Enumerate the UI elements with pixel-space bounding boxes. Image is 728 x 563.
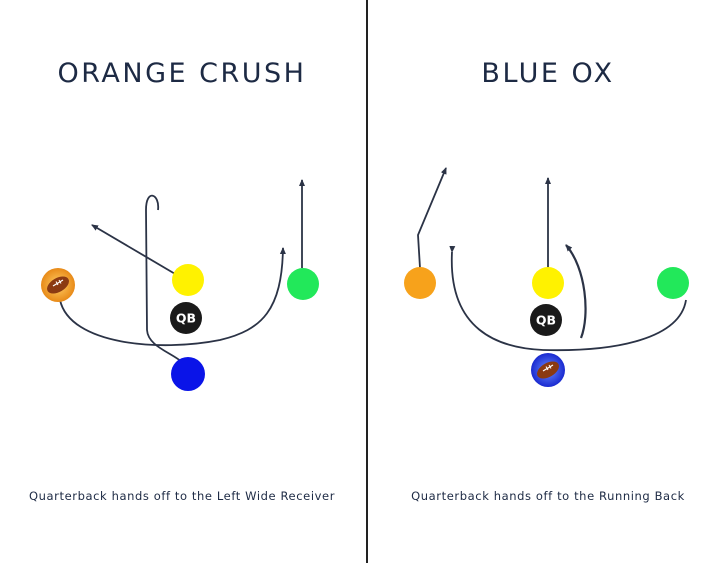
route-yellow-receiver bbox=[91, 224, 183, 279]
play-caption: Quarterback hands off to the Running Bac… bbox=[411, 489, 685, 503]
play-title: BLUE OX bbox=[481, 58, 615, 89]
play-caption: Quarterback hands off to the Left Wide R… bbox=[28, 489, 336, 503]
route-running-back bbox=[565, 244, 587, 339]
player-green bbox=[657, 267, 689, 299]
football-icon bbox=[41, 268, 75, 302]
player-blue bbox=[171, 357, 205, 391]
play-blue-ox: BLUE OX QB Quarter bbox=[368, 0, 728, 563]
football-icon bbox=[531, 353, 565, 387]
play-title: ORANGE CRUSH bbox=[57, 58, 307, 89]
play-orange-crush: ORANGE CRUSH QB Qu bbox=[28, 58, 336, 503]
qb-label: QB bbox=[536, 313, 556, 328]
player-yellow bbox=[532, 267, 564, 299]
play-diagram: QB bbox=[404, 167, 689, 387]
player-qb bbox=[530, 304, 562, 336]
panel-divider bbox=[366, 0, 368, 563]
player-qb bbox=[170, 302, 202, 334]
play-diagram: QB bbox=[41, 179, 319, 391]
player-orange bbox=[404, 267, 436, 299]
route-blue-back bbox=[145, 194, 183, 363]
route-handoff-arc bbox=[59, 247, 286, 347]
route-orange-receiver bbox=[417, 167, 447, 269]
route-handoff-arc bbox=[449, 245, 687, 352]
player-yellow bbox=[172, 264, 204, 296]
qb-label: QB bbox=[176, 311, 196, 326]
player-green bbox=[287, 268, 319, 300]
